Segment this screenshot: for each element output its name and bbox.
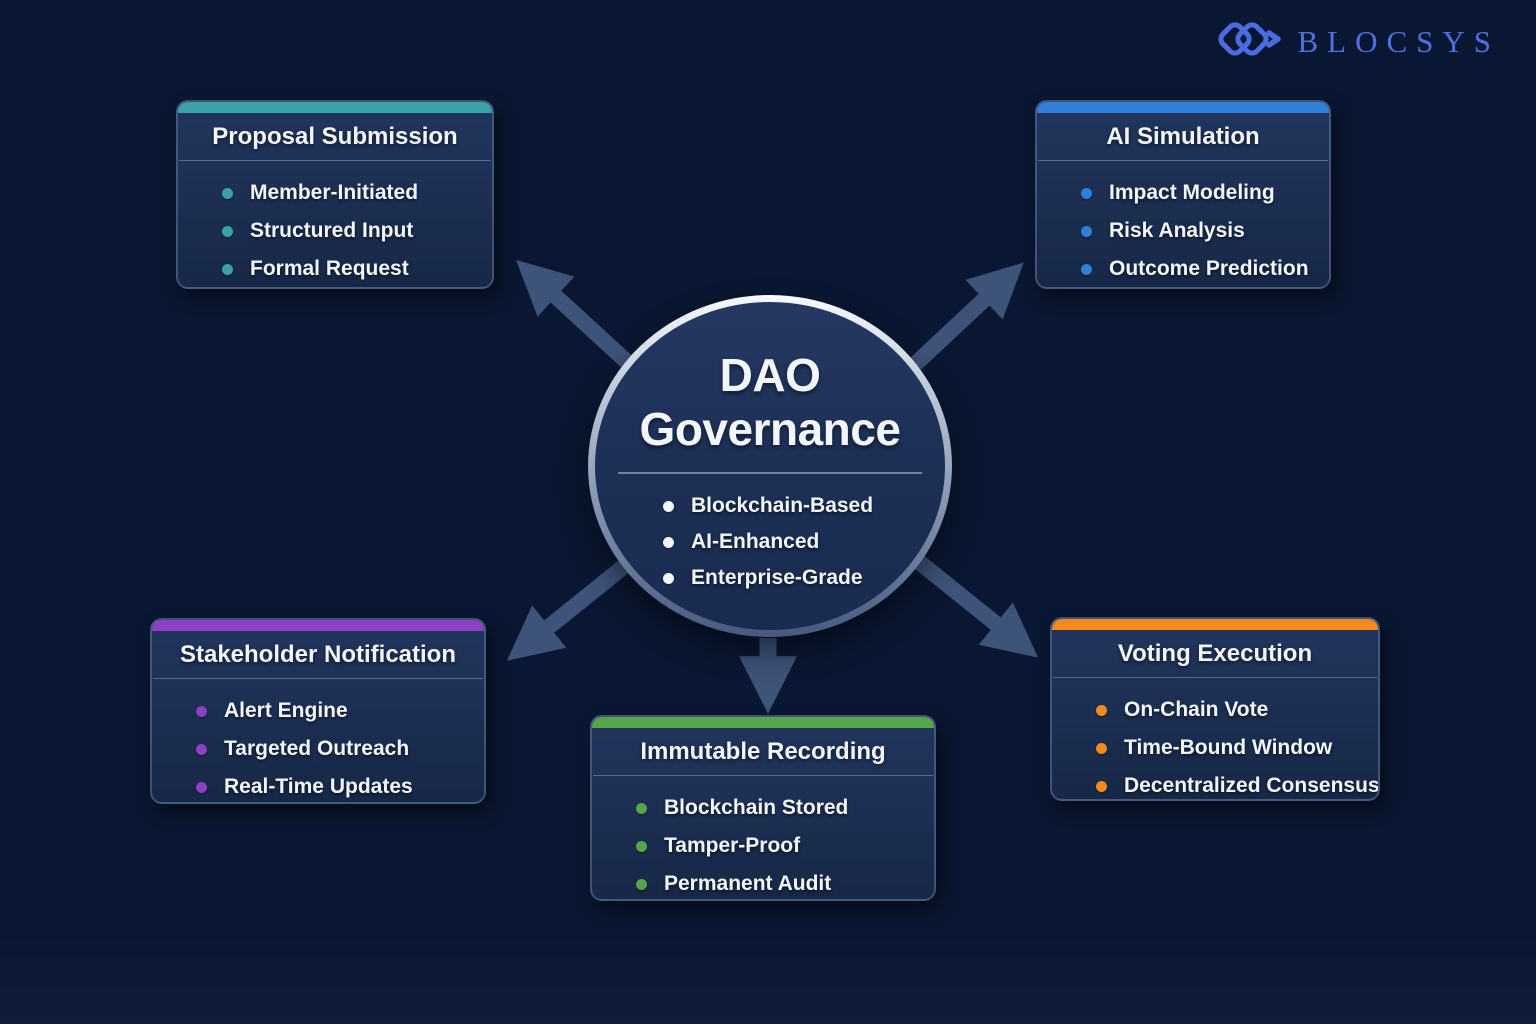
bullet-item: Structured Input	[222, 212, 492, 250]
bullet-item: Risk Analysis	[1081, 212, 1329, 250]
bullet-list: Alert Engine Targeted Outreach Real-Time…	[152, 679, 484, 802]
bullet-item: AI-Enhanced	[663, 524, 945, 560]
hub-title-line2: Governance	[639, 403, 901, 455]
bullet-dot	[196, 705, 207, 717]
bullet-list: Blockchain Stored Tamper-Proof Permanent…	[592, 776, 934, 899]
bullet-item: Blockchain-Based	[663, 488, 945, 524]
hub-divider	[618, 472, 922, 474]
bullet-item: Blockchain Stored	[636, 789, 934, 827]
bullet-item: Targeted Outreach	[196, 730, 484, 768]
bullet-list: Member-Initiated Structured Input Formal…	[178, 161, 492, 287]
bullet-label: Tamper-Proof	[664, 834, 801, 857]
bullet-dot	[636, 878, 647, 890]
bullet-label: Blockchain Stored	[664, 796, 849, 819]
logo: BLOCSYS	[1213, 12, 1500, 71]
hub-title-line1: DAO	[719, 349, 821, 401]
bullet-item: Outcome Prediction	[1081, 250, 1329, 287]
bullet-dot	[1081, 225, 1092, 237]
logo-wordmark: BLOCSYS	[1297, 23, 1500, 59]
bullet-list: Impact Modeling Risk Analysis Outcome Pr…	[1037, 161, 1329, 287]
bullet-item: Alert Engine	[196, 692, 484, 730]
bullet-dot	[222, 263, 233, 275]
bullet-label: Targeted Outreach	[224, 737, 410, 760]
bullet-label: On-Chain Vote	[1124, 698, 1269, 721]
hub-title: DAO Governance	[595, 348, 945, 456]
node-voting-execution: Voting Execution On-Chain Vote Time-Boun…	[1050, 617, 1380, 801]
bullet-list: On-Chain Vote Time-Bound Window Decentra…	[1052, 678, 1380, 799]
bullet-item: Formal Request	[222, 250, 492, 287]
bullet-item: Impact Modeling	[1081, 174, 1329, 212]
bullet-dot	[1096, 704, 1107, 716]
bullet-label: Risk Analysis	[1109, 219, 1245, 242]
node-stakeholder-notification: Stakeholder Notification Alert Engine Ta…	[150, 618, 486, 804]
bullet-label: Time-Bound Window	[1124, 736, 1333, 759]
bullet-label: Permanent Audit	[664, 872, 832, 895]
divider	[1053, 677, 1377, 678]
hub-dao-governance: DAO Governance Blockchain-Based AI-Enhan…	[588, 295, 952, 637]
bullet-dot	[636, 840, 647, 852]
divider	[593, 775, 933, 776]
accent-bar	[152, 620, 484, 631]
accent-bar	[592, 717, 934, 728]
bullet-label: Member-Initiated	[250, 181, 419, 204]
node-proposal-submission: Proposal Submission Member-Initiated Str…	[176, 100, 494, 289]
hub-bullet-list: Blockchain-Based AI-Enhanced Enterprise-…	[595, 488, 945, 596]
bullet-dot	[222, 225, 233, 237]
bullet-label: Real-Time Updates	[224, 775, 413, 798]
bullet-item: Member-Initiated	[222, 174, 492, 212]
bullet-label: Impact Modeling	[1109, 181, 1275, 204]
node-title: AI Simulation	[1106, 123, 1260, 150]
bullet-dot	[663, 500, 674, 512]
bullet-label: Blockchain-Based	[691, 494, 874, 517]
divider	[179, 160, 491, 161]
bullet-label: Structured Input	[250, 219, 414, 242]
node-ai-simulation: AI Simulation Impact Modeling Risk Analy…	[1035, 100, 1331, 289]
bullet-label: Enterprise-Grade	[691, 566, 863, 589]
bullet-item: Decentralized Consensus	[1096, 767, 1380, 799]
bullet-label: Decentralized Consensus	[1124, 774, 1380, 797]
divider	[153, 678, 483, 679]
node-title: Voting Execution	[1117, 640, 1313, 667]
bullet-label: AI-Enhanced	[691, 530, 820, 553]
bullet-dot	[1081, 187, 1092, 199]
bullet-dot	[1081, 263, 1092, 275]
bullet-label: Outcome Prediction	[1109, 257, 1309, 280]
divider	[1038, 160, 1328, 161]
accent-bar	[1052, 619, 1378, 630]
bullet-dot	[1096, 742, 1107, 754]
bullet-dot	[196, 781, 207, 793]
node-title: Proposal Submission	[212, 123, 458, 150]
bullet-item: Permanent Audit	[636, 865, 934, 899]
bullet-dot	[196, 743, 207, 755]
bullet-label: Alert Engine	[224, 699, 348, 722]
bullet-item: Time-Bound Window	[1096, 729, 1378, 767]
node-title: Immutable Recording	[640, 738, 886, 765]
bullet-item: On-Chain Vote	[1096, 691, 1378, 729]
node-immutable-recording: Immutable Recording Blockchain Stored Ta…	[590, 715, 936, 901]
blocsys-logo-icon	[1213, 12, 1287, 71]
bullet-dot	[222, 187, 233, 199]
node-title: Stakeholder Notification	[179, 641, 457, 668]
bullet-dot	[663, 536, 674, 548]
bullet-dot	[663, 572, 674, 584]
bullet-dot	[636, 802, 647, 814]
accent-bar	[1037, 102, 1329, 113]
bullet-item: Enterprise-Grade	[663, 560, 945, 596]
bullet-item: Tamper-Proof	[636, 827, 934, 865]
accent-bar	[178, 102, 492, 113]
bullet-item: Real-Time Updates	[196, 768, 484, 802]
bullet-label: Formal Request	[250, 257, 409, 280]
bullet-dot	[1096, 780, 1107, 792]
